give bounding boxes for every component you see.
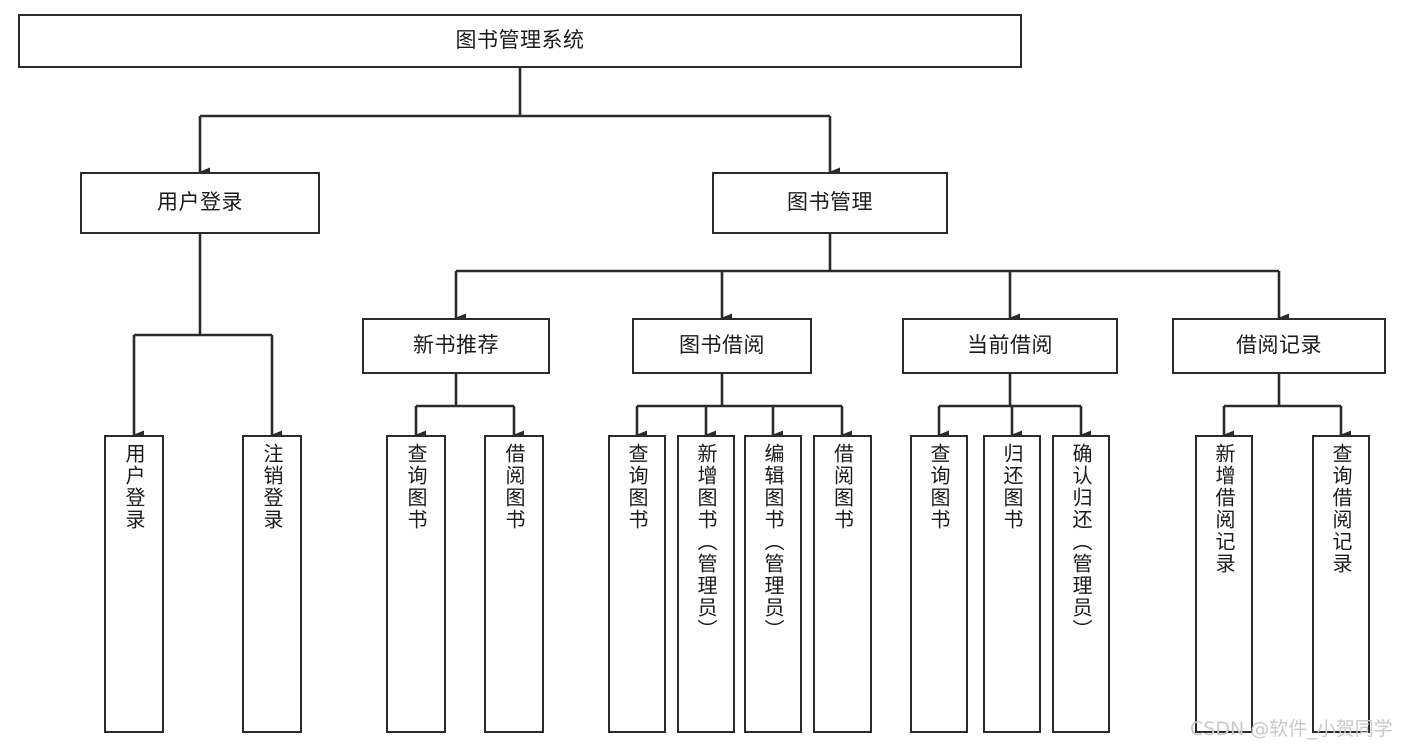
node-book-borrow-label: 图书借阅 — [679, 333, 765, 358]
node-user-login[interactable]: 用户登录 — [80, 172, 320, 234]
node-leaf-user-login[interactable]: 用户登录 — [104, 435, 164, 733]
node-book-borrow[interactable]: 图书借阅 — [632, 318, 812, 374]
node-leaf-add-record[interactable]: 新增借阅记录 — [1195, 435, 1253, 733]
node-leaf-confirm-return[interactable]: 确认归还（管理员） — [1052, 435, 1110, 733]
node-book-manage[interactable]: 图书管理 — [712, 172, 948, 234]
node-leaf-confirm-return-label: 确认归还（管理员） — [1069, 443, 1093, 641]
node-current-borrow[interactable]: 当前借阅 — [902, 318, 1118, 374]
node-leaf-query-book-2[interactable]: 查询图书 — [608, 435, 666, 733]
node-book-manage-label: 图书管理 — [787, 190, 873, 215]
watermark-label: CSDN @软件_小贺同学 — [1190, 718, 1393, 740]
node-leaf-user-logout-label: 注销登录 — [260, 443, 284, 531]
node-root-label: 图书管理系统 — [455, 28, 585, 53]
node-leaf-return-book-label: 归还图书 — [1000, 443, 1024, 531]
node-current-borrow-label: 当前借阅 — [967, 333, 1053, 358]
node-new-book-recommend[interactable]: 新书推荐 — [362, 318, 550, 374]
node-leaf-borrow-book-2-label: 借阅图书 — [830, 443, 855, 531]
node-borrow-record-label: 借阅记录 — [1236, 333, 1322, 358]
node-leaf-query-book-3[interactable]: 查询图书 — [910, 435, 968, 733]
node-leaf-add-record-label: 新增借阅记录 — [1212, 443, 1236, 575]
node-leaf-borrow-book-1[interactable]: 借阅图书 — [484, 435, 544, 733]
node-leaf-borrow-book-2[interactable]: 借阅图书 — [813, 435, 872, 733]
node-leaf-user-login-label: 用户登录 — [122, 443, 146, 531]
node-leaf-return-book[interactable]: 归还图书 — [983, 435, 1041, 733]
node-leaf-add-book-label: 新增图书（管理员） — [694, 443, 718, 641]
node-leaf-edit-book[interactable]: 编辑图书（管理员） — [744, 435, 802, 733]
node-leaf-borrow-book-1-label: 借阅图书 — [502, 443, 526, 531]
node-leaf-query-record-label: 查询借阅记录 — [1329, 443, 1353, 575]
node-borrow-record[interactable]: 借阅记录 — [1172, 318, 1386, 374]
node-leaf-user-logout[interactable]: 注销登录 — [242, 435, 302, 733]
node-user-login-label: 用户登录 — [157, 190, 243, 215]
node-leaf-query-record[interactable]: 查询借阅记录 — [1312, 435, 1370, 733]
edge-group — [132, 68, 1351, 440]
node-leaf-query-book-1-label: 查询图书 — [404, 443, 428, 531]
node-leaf-edit-book-label: 编辑图书（管理员） — [761, 443, 785, 641]
node-leaf-query-book-3-label: 查询图书 — [927, 443, 951, 531]
node-leaf-query-book-2-label: 查询图书 — [625, 443, 649, 531]
node-root[interactable]: 图书管理系统 — [18, 14, 1022, 68]
node-leaf-query-book-1[interactable]: 查询图书 — [386, 435, 446, 733]
node-new-book-recommend-label: 新书推荐 — [413, 333, 499, 358]
node-leaf-add-book[interactable]: 新增图书（管理员） — [677, 435, 735, 733]
